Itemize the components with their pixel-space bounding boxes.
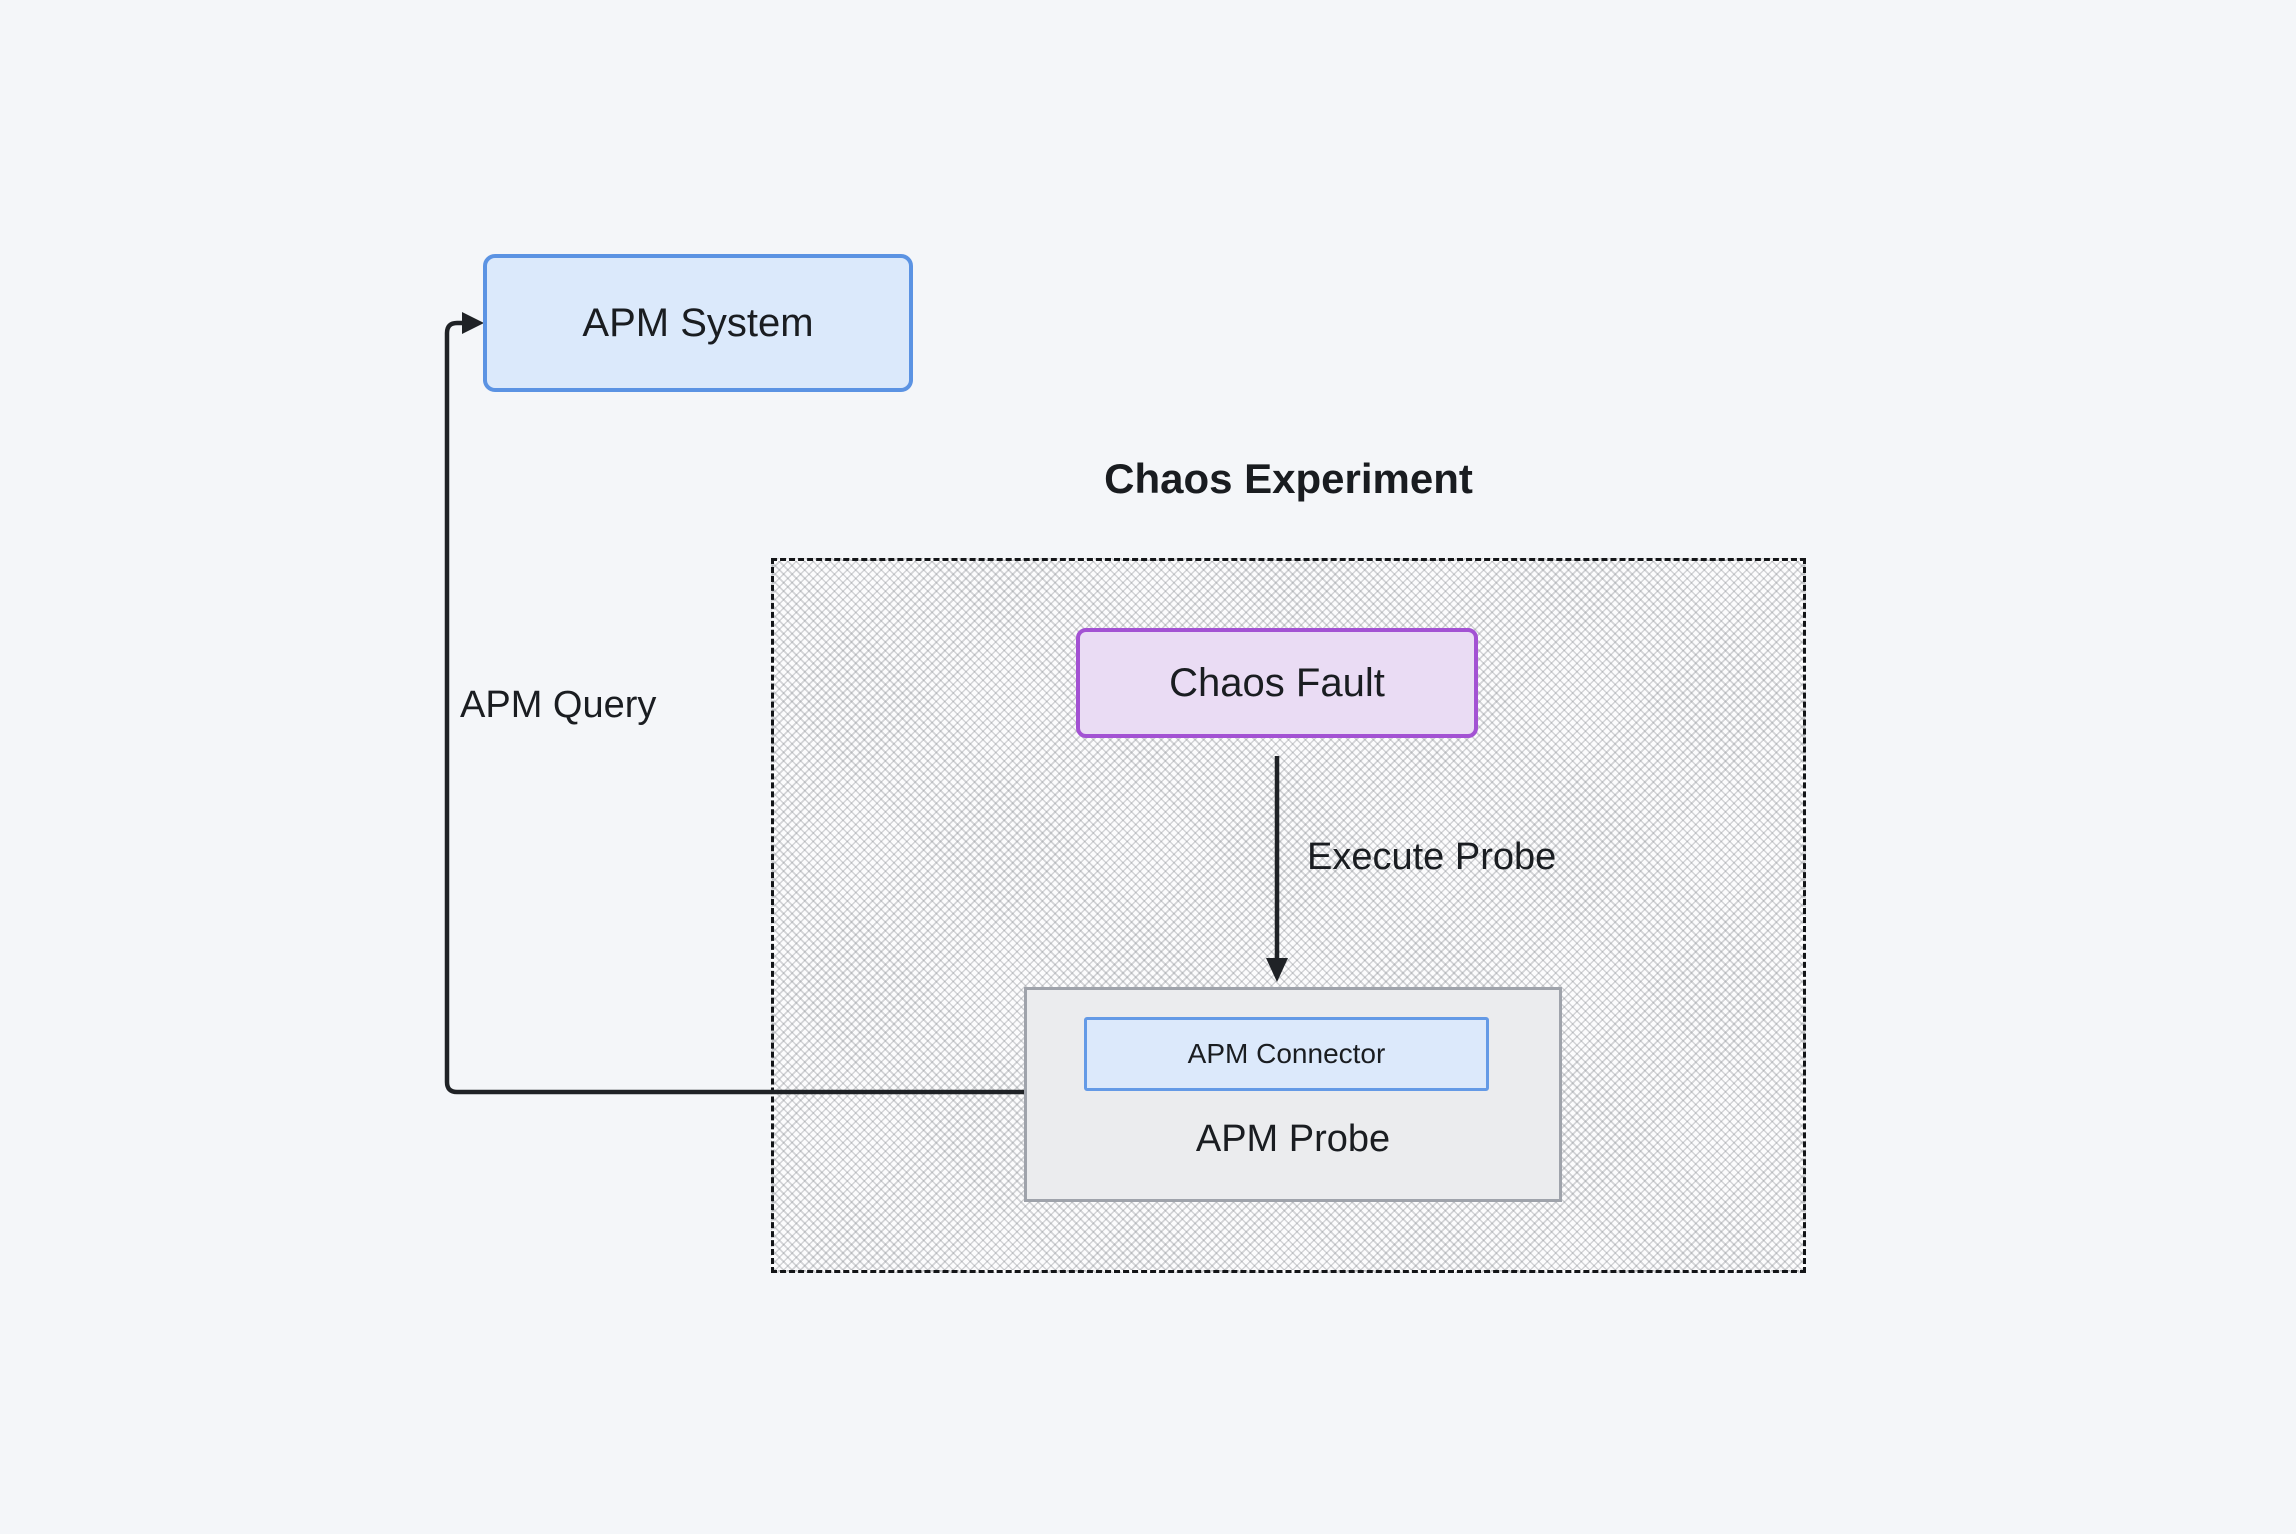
apm-system-node: APM System bbox=[483, 254, 913, 392]
chaos-fault-node: Chaos Fault bbox=[1076, 628, 1478, 738]
apm-query-arrowhead-icon bbox=[462, 312, 484, 334]
apm-query-label: APM Query bbox=[460, 684, 657, 726]
execute-probe-arrowhead-icon bbox=[1266, 958, 1288, 982]
apm-system-label: APM System bbox=[582, 300, 814, 345]
chaos-fault-label: Chaos Fault bbox=[1169, 660, 1385, 705]
chaos-experiment-title: Chaos Experiment bbox=[1104, 455, 1473, 502]
apm-probe-node: APM Connector APM Probe bbox=[1024, 987, 1562, 1202]
apm-connector-label: APM Connector bbox=[1187, 1038, 1386, 1069]
apm-query-line bbox=[444, 320, 1026, 1095]
execute-probe-label: Execute Probe bbox=[1307, 836, 1557, 878]
apm-connector-node: APM Connector bbox=[1084, 1017, 1489, 1091]
apm-probe-label: APM Probe bbox=[1195, 1118, 1391, 1160]
